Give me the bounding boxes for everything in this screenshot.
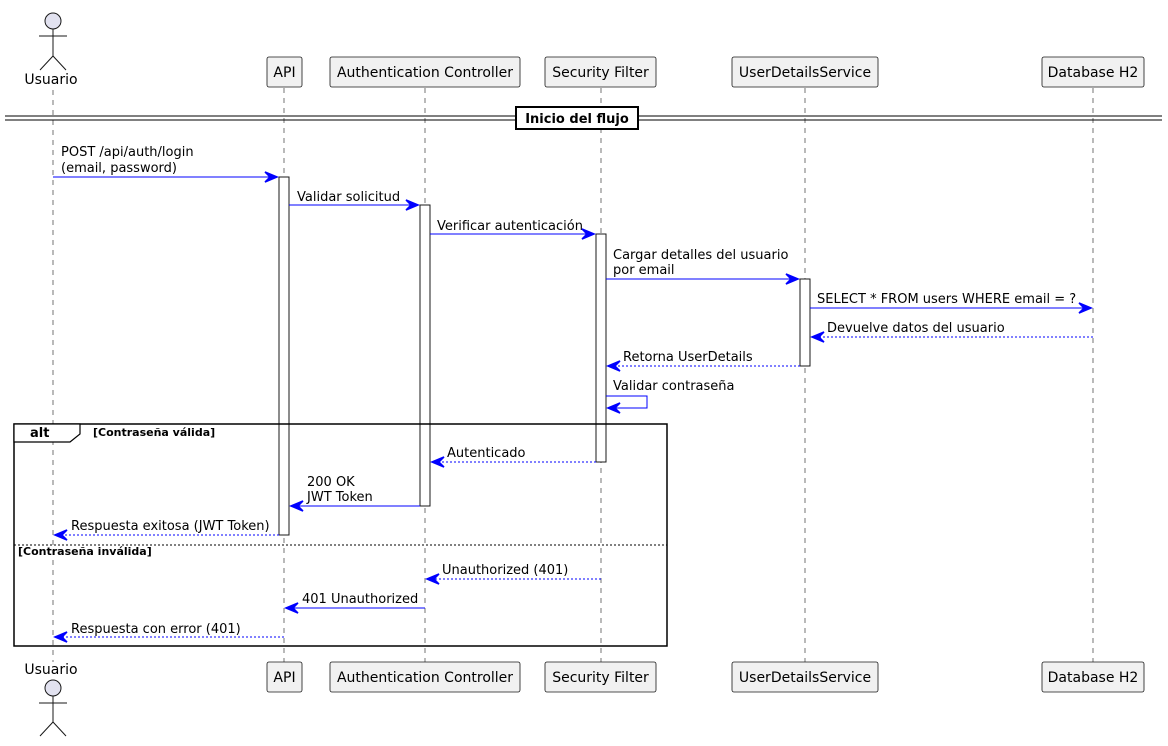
- activation-uds: [799, 278, 811, 367]
- message-validar-solicitud: Validar solicitud: [289, 190, 420, 211]
- message-verificar-autenticacion: Verificar autenticación: [430, 219, 596, 240]
- svg-text:Validar solicitud: Validar solicitud: [297, 190, 400, 205]
- participant-label: UserDetailsService: [739, 65, 871, 81]
- activation-api: [278, 176, 290, 536]
- participant-uds-top: UserDetailsService: [731, 56, 879, 88]
- participant-label: Database H2: [1048, 670, 1139, 686]
- svg-text:Retorna UserDetails: Retorna UserDetails: [623, 350, 753, 365]
- activation-auth: [419, 204, 431, 507]
- svg-text:Respuesta exitosa (JWT Token): Respuesta exitosa (JWT Token): [71, 519, 270, 534]
- participant-filter-bottom: Security Filter: [544, 661, 657, 693]
- participant-label: Authentication Controller: [337, 65, 513, 81]
- message-cargar-detalles: Cargar detalles del usuario por email: [606, 248, 800, 285]
- svg-text:Unauthorized (401): Unauthorized (401): [442, 563, 568, 578]
- activation-filter: [595, 233, 607, 463]
- actor-icon: [39, 679, 67, 737]
- actor-icon: [39, 12, 67, 71]
- alt-fragment: alt [Contraseña válida] [Contraseña invá…: [13, 423, 668, 647]
- participant-label: Security Filter: [552, 65, 649, 81]
- message-retorna-userdetails: Retorna UserDetails: [606, 350, 800, 372]
- svg-text:Verificar autenticación: Verificar autenticación: [437, 219, 583, 234]
- svg-text:JWT Token: JWT Token: [306, 490, 373, 505]
- participant-label: Usuario: [24, 662, 77, 678]
- message-devuelve-datos: Devuelve datos del usuario: [810, 321, 1093, 343]
- participant-label: API: [273, 65, 295, 81]
- participant-db-top: Database H2: [1041, 56, 1145, 88]
- participant-label: UserDetailsService: [739, 670, 871, 686]
- svg-text:Devuelve datos del usuario: Devuelve datos del usuario: [827, 321, 1005, 336]
- svg-text:Validar contraseña: Validar contraseña: [613, 379, 735, 394]
- participant-label: Usuario: [24, 72, 77, 88]
- participant-auth-top: Authentication Controller: [329, 56, 521, 88]
- message-validar-contrasena: Validar contraseña: [606, 379, 735, 414]
- message-respuesta-exitosa: Respuesta exitosa (JWT Token): [53, 519, 279, 541]
- message-200-ok: 200 OK JWT Token: [289, 475, 420, 512]
- participant-auth-bottom: Authentication Controller: [329, 661, 521, 693]
- message-select-users: SELECT * FROM users WHERE email = ?: [810, 292, 1093, 314]
- svg-text:por email: por email: [613, 263, 675, 278]
- svg-text:POST /api/auth/login: POST /api/auth/login: [61, 145, 194, 160]
- participant-label: Authentication Controller: [337, 670, 513, 686]
- message-autenticado: Autenticado: [430, 446, 596, 468]
- participant-api-bottom: API: [266, 661, 303, 693]
- participant-usuario-top: Usuario: [24, 12, 78, 88]
- message-post-login: POST /api/auth/login (email, password): [53, 145, 279, 183]
- svg-text:200 OK: 200 OK: [307, 475, 355, 490]
- participant-label: Database H2: [1048, 65, 1139, 81]
- divider: Inicio del flujo: [5, 106, 1162, 130]
- svg-text:Respuesta con error (401): Respuesta con error (401): [71, 622, 241, 637]
- participant-label: Security Filter: [552, 670, 649, 686]
- participant-db-bottom: Database H2: [1041, 661, 1145, 693]
- message-unauthorized: Unauthorized (401): [425, 563, 601, 585]
- svg-text:Autenticado: Autenticado: [447, 446, 526, 461]
- alt-guard-invalid: [Contraseña inválida]: [18, 545, 152, 558]
- alt-keyword: alt: [30, 426, 49, 441]
- divider-label: Inicio del flujo: [525, 112, 629, 127]
- message-respuesta-error: Respuesta con error (401): [53, 622, 284, 643]
- svg-text:SELECT * FROM users WHERE emai: SELECT * FROM users WHERE email = ?: [817, 292, 1076, 307]
- participant-filter-top: Security Filter: [544, 56, 657, 88]
- participant-uds-bottom: UserDetailsService: [731, 661, 879, 693]
- svg-text:(email, password): (email, password): [61, 161, 177, 176]
- svg-text:401 Unauthorized: 401 Unauthorized: [302, 592, 418, 607]
- message-401-unauthorized: 401 Unauthorized: [284, 592, 425, 614]
- participant-api-top: API: [266, 56, 303, 88]
- participant-label: API: [273, 670, 295, 686]
- participant-usuario-bottom: Usuario: [24, 662, 78, 737]
- svg-text:Cargar detalles del usuario: Cargar detalles del usuario: [613, 248, 788, 263]
- alt-guard-valid: [Contraseña válida]: [93, 426, 215, 439]
